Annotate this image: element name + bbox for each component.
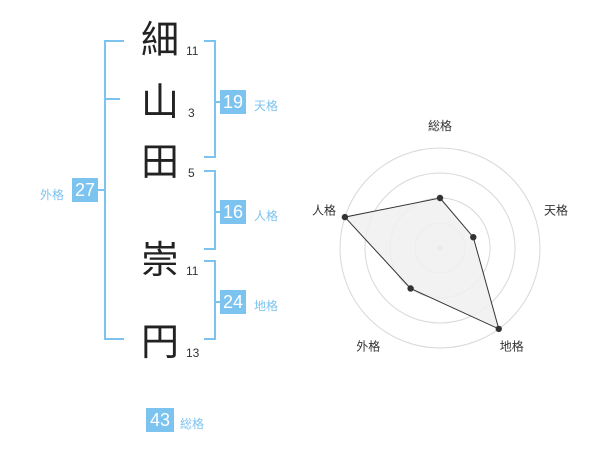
gaikaku-badge: 27 <box>72 178 98 202</box>
jinkaku-label: 人格 <box>254 209 279 223</box>
gaikaku-bracket <box>104 40 124 340</box>
jinkaku-badge: 16 <box>220 200 246 224</box>
soukaku-badge: 43 <box>146 408 174 432</box>
stroke-count-3: 5 <box>188 166 195 180</box>
chikaku-connector <box>214 301 222 303</box>
tenkaku-badge: 19 <box>220 90 246 114</box>
radar-grid-ring-4 <box>339 147 541 349</box>
radar-value-polygon <box>343 197 500 330</box>
radar-axis-label-5: 人格 <box>312 202 336 217</box>
chikaku-bracket <box>204 260 216 340</box>
radar-grid-ring-3 <box>364 172 516 324</box>
gaikaku-label: 外格 <box>40 188 65 202</box>
soukaku-label: 総格 <box>180 417 205 431</box>
stroke-count-5: 13 <box>186 346 200 360</box>
name-char-5: 円 <box>140 320 179 364</box>
radar-axis-label-3: 地格 <box>500 339 524 354</box>
jinkaku-connector <box>214 211 222 213</box>
gaikaku-bracket-mid-tick <box>104 98 120 100</box>
radar-point-3 <box>495 325 502 333</box>
radar-point-1 <box>436 194 444 202</box>
tenkaku-label: 天格 <box>254 99 279 113</box>
tenkaku-connector <box>214 101 222 103</box>
radar-point-2 <box>470 233 477 241</box>
radar-axis-label-2: 天格 <box>544 202 568 217</box>
radar-point-5 <box>341 213 349 221</box>
radar-axis-label-1: 総格 <box>428 118 452 133</box>
name-char-2: 山 <box>140 80 179 124</box>
name-char-4: 崇 <box>140 238 179 282</box>
radar-point-4 <box>407 285 414 292</box>
stroke-count-2: 3 <box>188 106 195 120</box>
name-char-1: 細 <box>140 18 179 62</box>
radar-axis-label-4: 外格 <box>356 339 380 354</box>
gaikaku-connector <box>98 189 106 191</box>
tenkaku-bracket <box>204 40 216 158</box>
jinkaku-bracket <box>204 170 216 250</box>
stroke-count-1: 11 <box>186 44 199 58</box>
stroke-count-4: 11 <box>186 264 199 278</box>
chikaku-label: 地格 <box>254 299 279 313</box>
name-char-3: 田 <box>140 140 179 184</box>
chikaku-badge: 24 <box>220 290 246 314</box>
